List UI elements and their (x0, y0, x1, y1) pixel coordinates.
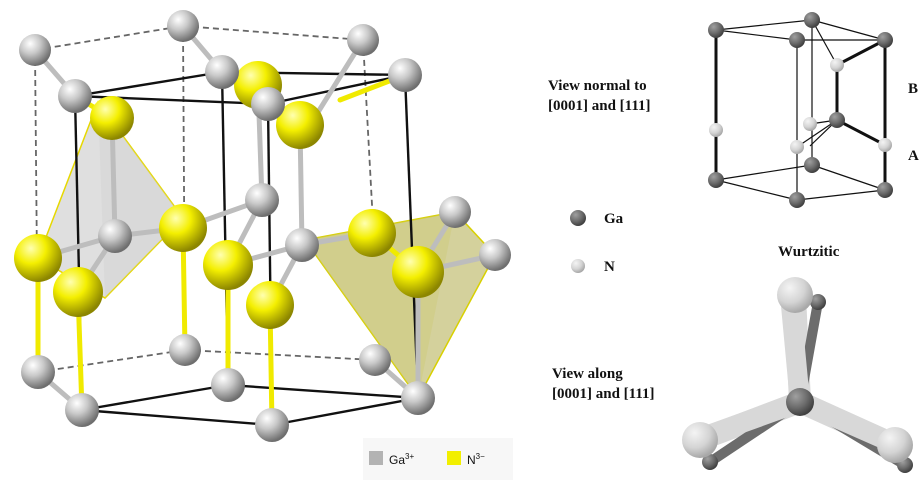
view-along-projection (689, 284, 910, 470)
n-atom-schematic (709, 123, 723, 137)
n-atom-projection (777, 277, 813, 313)
ga-atom-schematic (877, 182, 893, 198)
ga-atom-schematic (789, 192, 805, 208)
ga-atom (251, 87, 285, 121)
view-normal-label-line2: [0001] and [111] (548, 98, 651, 114)
schematic-cell (714, 19, 887, 201)
ga-atom (58, 79, 92, 113)
ga-atom-projection (810, 294, 826, 310)
n-atom-projection (877, 427, 913, 463)
ga-atom (169, 334, 201, 366)
ga-atom-schematic (708, 22, 724, 38)
wurtzitic-title: Wurtzitic (778, 244, 840, 260)
left-legend: Ga3+ N3− (363, 438, 513, 480)
ga-atom-projection-center (786, 388, 814, 416)
n-legend-label: N3− (467, 452, 485, 467)
left-legend-box (363, 438, 513, 480)
ga-atom (245, 183, 279, 217)
ga-swatch (369, 451, 383, 465)
ga-atom (211, 368, 245, 402)
ga-atom (167, 10, 199, 42)
n-atom (90, 96, 134, 140)
ga-atom (21, 355, 55, 389)
view-along-label-line2: [0001] and [111] (552, 386, 655, 402)
ga-legend-dot (570, 210, 586, 226)
n-atom (276, 101, 324, 149)
ga-atom (205, 55, 239, 89)
ga-atom (401, 381, 435, 415)
n-atom-schematic (790, 140, 804, 154)
layer-label-a: A (908, 148, 919, 164)
ga-atom (439, 196, 471, 228)
n-atom (14, 234, 62, 282)
n-atom (246, 281, 294, 329)
ga-atom (285, 228, 319, 262)
view-along-label-line1: View along (552, 366, 623, 382)
ga-atom (255, 408, 289, 442)
n-atom-projection (682, 422, 718, 458)
ga-atom (65, 393, 99, 427)
n-atom-schematic (803, 117, 817, 131)
ga-legend-text: Ga (604, 211, 624, 227)
ga-atom (98, 219, 132, 253)
n-atom (203, 240, 253, 290)
n-atom (348, 209, 396, 257)
ga-atom (19, 34, 51, 66)
ga-atom-schematic (829, 112, 845, 128)
layer-label-b: B (908, 81, 918, 97)
ga-atom (359, 344, 391, 376)
n-atom-schematic (830, 58, 844, 72)
n-atom (159, 204, 207, 252)
ga-atom (479, 239, 511, 271)
n-atom (392, 246, 444, 298)
ga-legend-label: Ga3+ (389, 452, 414, 467)
n-swatch (447, 451, 461, 465)
ga-atom (388, 58, 422, 92)
ga-atom-schematic (789, 32, 805, 48)
ga-atom-schematic (804, 12, 820, 28)
ga-atom-schematic (877, 32, 893, 48)
right-panel: View normal to [0001] and [111] (548, 12, 919, 473)
ga-atom-projection (702, 454, 718, 470)
n-legend-dot (571, 259, 585, 273)
ga-atom-schematic (804, 157, 820, 173)
ga-atom (347, 24, 379, 56)
ga-atom-schematic (708, 172, 724, 188)
n-atom (53, 267, 103, 317)
wurtzite-cell-3d (14, 10, 511, 442)
n-atom-schematic (878, 138, 892, 152)
n-legend-text: N (604, 259, 615, 275)
view-normal-label-line1: View normal to (548, 78, 647, 94)
